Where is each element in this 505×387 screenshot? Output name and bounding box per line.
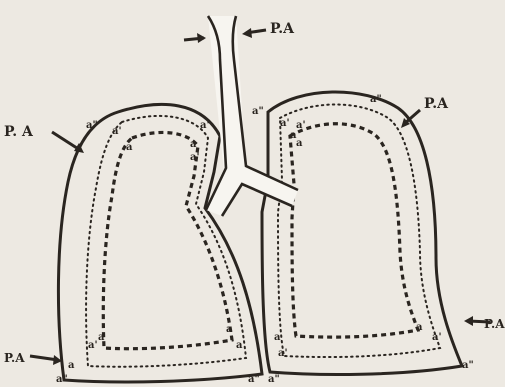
marker-a-prime: a' (200, 120, 210, 131)
marker-a-prime: a' (112, 126, 122, 137)
marker-a-prime: a' (190, 152, 200, 163)
marker-a-prime: a' (432, 332, 442, 343)
marker-a-prime: a' (278, 348, 288, 359)
marker-a: a (190, 139, 197, 150)
marker-a-double: a" (248, 374, 260, 385)
marker-a: a (68, 360, 75, 371)
marker-a: a (126, 142, 133, 153)
pa-label-right-upper: P.A (424, 96, 449, 112)
marker-a-double: a" (462, 360, 474, 371)
marker-a: a (274, 332, 281, 343)
pa-label-right-lower: P.A (484, 317, 505, 331)
marker-a: a (98, 332, 105, 343)
marker-a-double: a" (86, 120, 98, 131)
pa-label-top: P.A (270, 21, 295, 37)
marker-a-double: a" (56, 374, 68, 385)
marker-a-double: a" (268, 374, 280, 385)
marker-a-double: a" (252, 106, 264, 117)
marker-a-prime: a' (280, 118, 290, 129)
pa-label-left-upper: P. A (4, 124, 34, 140)
marker-a-double: a" (370, 94, 382, 105)
marker-a-prime: a' (296, 120, 306, 131)
marker-a: a (416, 322, 423, 333)
marker-a-prime: a' (88, 340, 98, 351)
marker-a-prime: a' (236, 340, 246, 351)
marker-a: a (296, 138, 303, 149)
marker-a: a (226, 324, 233, 335)
pa-label-left-lower: P.A (4, 351, 25, 365)
